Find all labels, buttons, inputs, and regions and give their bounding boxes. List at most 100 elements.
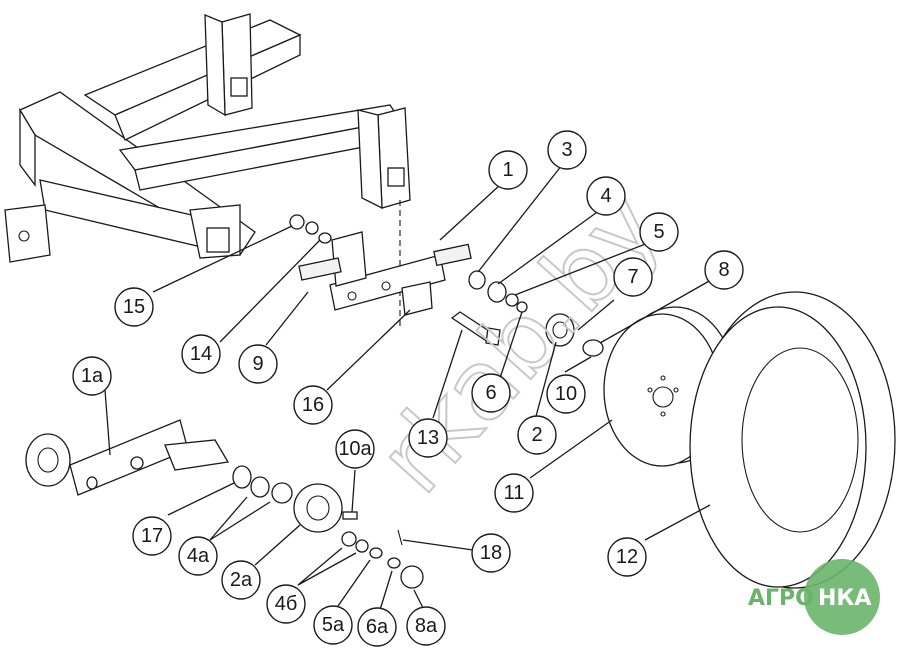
washer-5a — [369, 547, 383, 559]
rim-bolt-hole — [660, 375, 666, 381]
svg-text:7: 7 — [627, 266, 638, 288]
cap-10 — [582, 339, 604, 357]
axle-1a-hole — [86, 476, 98, 490]
bearing-4b-b — [355, 539, 369, 553]
callout-13: 13 — [408, 418, 448, 458]
hub-2 — [545, 313, 575, 347]
callout-1a: 1а — [72, 356, 112, 396]
svg-text:14: 14 — [190, 343, 212, 365]
hub-2a — [293, 483, 343, 533]
frame-upright-right — [377, 107, 411, 209]
svg-text:5: 5 — [653, 221, 664, 243]
wheel-assembly — [603, 291, 896, 589]
svg-text:10а: 10а — [338, 438, 372, 460]
svg-text:16: 16 — [302, 394, 324, 416]
callout-2: 2 — [517, 415, 557, 455]
svg-text:13: 13 — [417, 427, 439, 449]
frame-assembly — [4, 13, 411, 330]
svg-text:9: 9 — [252, 353, 263, 375]
frame-hole — [18, 230, 30, 242]
callout-5a: 5а — [313, 605, 353, 645]
logo-text-left: АГРО — [748, 586, 814, 611]
nut-6a — [387, 557, 401, 569]
svg-text:3: 3 — [561, 139, 572, 161]
rim-bolt-hole — [660, 411, 666, 417]
svg-text:8а: 8а — [415, 615, 438, 637]
washer-14 — [318, 232, 332, 244]
bearing-4a — [250, 476, 270, 498]
callout-16: 16 — [293, 385, 333, 425]
callout-2a: 2а — [221, 560, 261, 600]
seal-17 — [232, 465, 252, 489]
bearing-4b — [341, 531, 357, 547]
hub-2a-bore — [306, 495, 330, 521]
svg-text:5а: 5а — [322, 614, 345, 636]
axle-1a-bolt — [130, 456, 144, 470]
callout-8: 8 — [704, 250, 744, 290]
svg-text:2: 2 — [531, 424, 542, 446]
callout-11: 11 — [494, 473, 534, 513]
frame-tube-end — [206, 227, 230, 253]
bolt-head-13 — [485, 327, 501, 346]
bolt-10a — [342, 511, 358, 520]
frame-front-plate — [4, 204, 51, 263]
axle-bracket — [289, 214, 528, 346]
svg-text:8: 8 — [718, 259, 729, 281]
svg-text:6: 6 — [485, 382, 496, 404]
frame-upright-right-hole — [387, 167, 405, 187]
svg-text:15: 15 — [123, 296, 145, 318]
callout-6: 6 — [471, 373, 511, 413]
callout-3: 3 — [547, 130, 587, 170]
leader-lines — [104, 164, 712, 611]
svg-text:6а: 6а — [366, 616, 389, 638]
svg-text:4а: 4а — [187, 545, 210, 567]
svg-text:4: 4 — [600, 185, 611, 207]
rim-bolt-hole — [647, 387, 653, 393]
rim-center-hole — [652, 386, 674, 408]
callout-18: 18 — [471, 533, 511, 573]
svg-text:12: 12 — [616, 546, 638, 568]
callout-4a: 4а — [178, 536, 218, 576]
hub-bore — [552, 321, 568, 339]
axle-1a-assembly — [25, 419, 424, 589]
svg-text:10: 10 — [555, 383, 577, 405]
callout-15: 15 — [114, 287, 154, 327]
washer — [505, 293, 519, 307]
logo-text-right: НКА — [818, 586, 871, 611]
frame-beam-end — [19, 107, 36, 187]
svg-text:2а: 2а — [230, 569, 253, 591]
callout-10: 10 — [546, 374, 586, 414]
callout-5: 5 — [639, 212, 679, 252]
pin-18 — [397, 529, 403, 546]
agronka-logo: АГРО НКА — [748, 559, 880, 635]
callout-10a: 10а — [335, 429, 375, 469]
svg-text:4б: 4б — [275, 593, 298, 615]
tire-inner — [741, 347, 859, 533]
callout-9: 9 — [238, 344, 278, 384]
nut-15 — [289, 214, 305, 230]
callout-1: 1 — [488, 150, 528, 190]
bearing-4a-b — [271, 482, 293, 504]
axle-stub-right — [433, 243, 472, 267]
svg-text:1а: 1а — [81, 365, 104, 387]
nut-15b — [305, 221, 319, 235]
bracket-lower-ear — [401, 281, 433, 316]
hub-assembly — [545, 313, 604, 357]
frame-upright-left-side — [204, 14, 226, 117]
callout-7: 7 — [613, 257, 653, 297]
svg-text:1: 1 — [502, 159, 513, 181]
logo-circle — [804, 559, 880, 635]
cap-8a — [400, 565, 424, 589]
callout-4b: 4б — [266, 584, 306, 624]
rim-bolt-hole — [673, 387, 679, 393]
callout-14: 14 — [181, 334, 221, 374]
axle-1a-flange-bore — [37, 447, 59, 473]
callout-8a: 8а — [406, 606, 446, 646]
callout-4: 4 — [586, 176, 626, 216]
axle-1a-flange — [25, 433, 71, 487]
callout-12: 12 — [607, 537, 647, 577]
bearing — [487, 281, 507, 303]
bracket-hole — [381, 281, 391, 291]
